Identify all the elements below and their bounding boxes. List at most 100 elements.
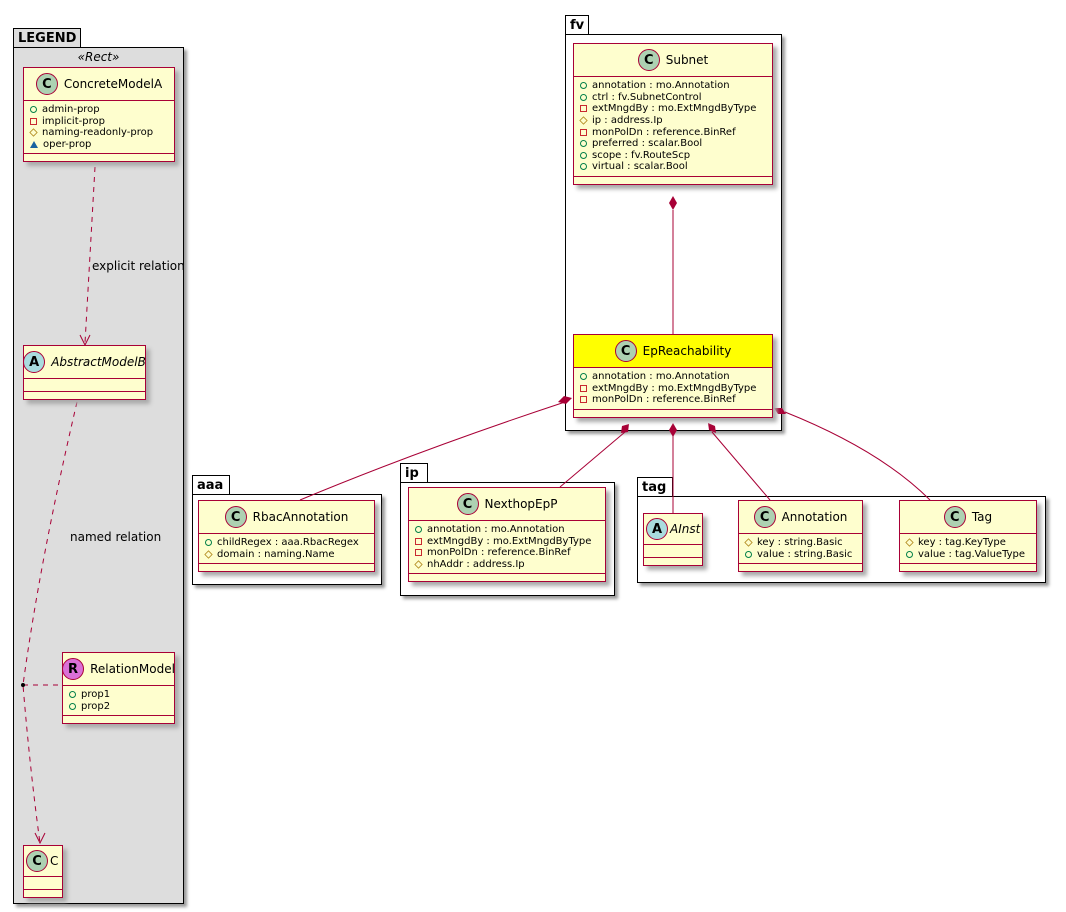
attribute: prop1 — [69, 689, 168, 701]
named-relation-line — [22, 401, 78, 844]
operation-list — [574, 177, 772, 184]
public-visibility-icon — [69, 691, 76, 699]
attribute-text: monPolDn : reference.BinRef — [427, 547, 571, 559]
attribute: prop2 — [69, 701, 168, 713]
class-abstractmodelb[interactable]: A AbstractModelB — [23, 345, 146, 400]
attribute: annotation : mo.Annotation — [580, 80, 766, 92]
attribute-text: annotation : mo.Annotation — [592, 371, 730, 383]
private-visibility-icon — [580, 105, 587, 113]
public-visibility-icon — [415, 526, 422, 534]
public-visibility-icon — [580, 151, 587, 159]
attribute-text: annotation : mo.Annotation — [592, 80, 730, 92]
private-visibility-icon — [30, 117, 37, 125]
class-icon: C — [753, 506, 776, 528]
class-name: Subnet — [665, 53, 709, 67]
protected-visibility-icon — [744, 538, 753, 548]
attribute-list — [644, 545, 702, 558]
package-tag-tab: tag — [637, 477, 673, 497]
class-name: Tag — [971, 510, 993, 524]
package-legend: «Rect» — [13, 47, 184, 904]
protected-visibility-icon — [29, 128, 38, 138]
attribute-text: ctrl : fv.SubnetControl — [592, 91, 702, 103]
attribute-text: value : string.Basic — [757, 548, 853, 560]
attribute-text: key : string.Basic — [757, 537, 843, 549]
attribute-text: key : tag.KeyType — [918, 537, 1006, 549]
attribute: extMngdBy : mo.ExtMngdByType — [580, 103, 766, 115]
class-header: C EpReachability — [574, 335, 772, 368]
public-visibility-icon — [205, 539, 212, 547]
explicit-relation-label: explicit relation — [92, 259, 185, 273]
operation-list — [63, 716, 174, 723]
package-legend-tab: LEGEND — [13, 28, 81, 48]
operation-list — [739, 564, 862, 571]
attribute: key : tag.KeyType — [905, 537, 1030, 549]
attribute: oper-prop — [30, 139, 168, 151]
attribute: annotation : mo.Annotation — [415, 524, 599, 536]
abstract-class-icon: A — [23, 351, 46, 373]
attribute-text: oper-prop — [43, 139, 92, 151]
attribute: monPolDn : reference.BinRef — [580, 126, 766, 138]
operation-list — [409, 574, 605, 581]
attribute: monPolDn : reference.BinRef — [580, 394, 766, 406]
class-name: AbstractModelB — [51, 355, 146, 369]
attribute-text: nhAddr : address.Ip — [427, 559, 525, 571]
public-visibility-icon — [580, 140, 587, 148]
attribute: value : string.Basic — [745, 549, 856, 561]
attribute: annotation : mo.Annotation — [580, 371, 766, 383]
class-epreachability[interactable]: C EpReachability annotation : mo.Annotatio… — [573, 334, 773, 418]
attribute-text: monPolDn : reference.BinRef — [592, 394, 736, 406]
attribute: value : tag.ValueType — [906, 549, 1030, 561]
attribute-text: monPolDn : reference.BinRef — [592, 126, 736, 138]
attribute-text: scope : fv.RouteScp — [592, 149, 691, 161]
package-visibility-icon — [30, 141, 38, 149]
class-name: RbacAnnotation — [252, 510, 349, 524]
attribute-text: ip : address.Ip — [592, 115, 663, 127]
class-icon: C — [26, 850, 48, 872]
protected-visibility-icon — [204, 550, 213, 559]
class-icon: C — [35, 73, 58, 95]
attribute: virtual : scalar.Bool — [580, 161, 766, 173]
private-visibility-icon — [580, 396, 587, 404]
public-visibility-icon — [580, 82, 587, 90]
protected-visibility-icon — [905, 538, 914, 548]
attribute: monPolDn : reference.BinRef — [415, 547, 599, 559]
attribute-text: value : tag.ValueType — [918, 548, 1026, 560]
protected-visibility-icon — [579, 116, 588, 125]
attribute-text: prop1 — [81, 689, 111, 701]
private-visibility-icon — [415, 537, 422, 545]
class-name: RelationModel — [90, 662, 175, 676]
class-name: EpReachability — [642, 344, 732, 358]
attribute: naming-readonly-prop — [29, 127, 168, 139]
public-visibility-icon — [580, 163, 587, 171]
private-visibility-icon — [415, 549, 422, 557]
package-fv-tab: fv — [565, 15, 589, 35]
class-icon: C — [614, 340, 637, 362]
operation-list — [24, 890, 62, 897]
attribute: implicit-prop — [30, 116, 168, 128]
class-name: NexthopEpP — [484, 497, 558, 511]
package-aaa-tab: aaa — [192, 475, 230, 495]
protected-visibility-icon — [414, 560, 423, 569]
composition-diamond-icon — [558, 196, 786, 437]
private-visibility-icon — [580, 128, 587, 136]
class-name: Annotation — [781, 510, 848, 524]
